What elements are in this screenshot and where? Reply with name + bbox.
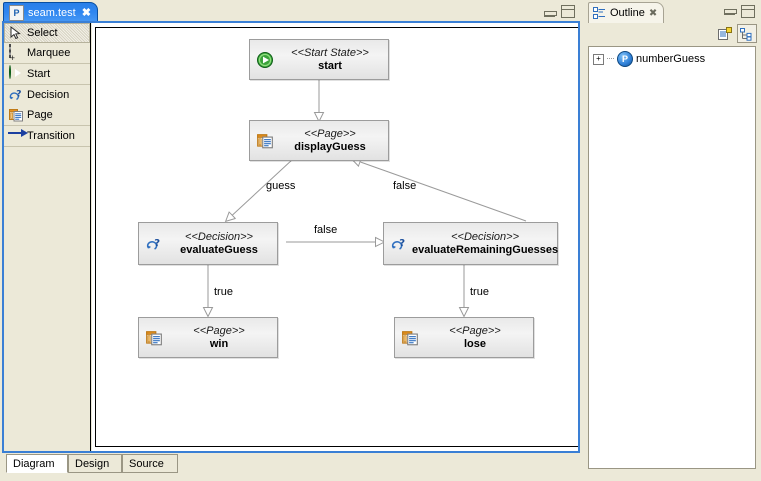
palette-item-start[interactable]: Start (4, 64, 90, 84)
page-icon (401, 329, 419, 347)
transition-label-guess: guess (266, 180, 296, 192)
minimize-icon[interactable] (724, 5, 737, 15)
tree-layout-icon[interactable] (737, 24, 757, 43)
node-text: <<Page>> win (167, 325, 271, 349)
transition-label-true-win: true (214, 286, 233, 298)
node-win[interactable]: <<Page>> win (138, 317, 278, 358)
node-text: <<Page>> lose (423, 325, 527, 349)
palette-group-tools: Select Marquee (4, 23, 90, 64)
node-text: <<Decision>> evaluateRemainingGuesses (412, 231, 558, 255)
editor-bottom-tabs: Diagram Design Source (2, 454, 580, 478)
node-start[interactable]: <<Start State>> start (249, 39, 389, 80)
flat-layout-icon[interactable] (715, 24, 735, 43)
transition-label-false-guess-remain: false (314, 224, 338, 236)
outline-toolbar (715, 24, 757, 43)
editor-body: Select Marquee Start (2, 21, 580, 453)
outline-view: Outline ✖ (585, 0, 761, 481)
node-text: <<Decision>> evaluateGuess (167, 231, 271, 255)
node-name: win (209, 337, 229, 350)
node-stereotype: <<Start State>> (291, 47, 369, 60)
palette-item-select[interactable]: Select (4, 23, 90, 43)
close-icon[interactable]: ✖ (81, 6, 91, 19)
tab-design[interactable]: Design (68, 454, 122, 473)
minimize-icon[interactable] (544, 7, 557, 17)
outline-tabbar: Outline ✖ (585, 0, 761, 23)
outline-tree[interactable]: + P numberGuess (588, 46, 756, 469)
decision-icon: ? (8, 87, 24, 103)
svg-text:?: ? (16, 90, 21, 100)
process-file-icon: P (9, 5, 24, 21)
node-name: start (318, 59, 342, 72)
transition-label-true-lose: true (470, 286, 489, 298)
decision-icon: ? (390, 235, 408, 253)
page-icon (145, 329, 163, 347)
node-name: displayGuess (294, 140, 366, 153)
palette-item-label: Page (27, 109, 53, 121)
node-lose[interactable]: <<Page>> lose (394, 317, 534, 358)
palette-item-label: Marquee (27, 47, 71, 59)
palette-item-marquee[interactable]: Marquee (4, 43, 90, 63)
editor-tab-seam-test[interactable]: P seam.test ✖ (3, 2, 98, 23)
node-text: <<Start State>> start (278, 47, 382, 71)
editor-tab-label: seam.test (28, 7, 76, 19)
palette: Select Marquee Start (4, 23, 91, 451)
editor-tabbar: P seam.test ✖ (0, 0, 583, 23)
node-displayGuess[interactable]: <<Page>> displayGuess (249, 120, 389, 161)
diagram-surface[interactable]: <<Start State>> start (95, 27, 578, 447)
cursor-icon (8, 25, 24, 41)
transition-arrow-icon (8, 128, 24, 144)
node-stereotype: <<Decision>> (185, 231, 253, 244)
diagram-canvas[interactable]: <<Start State>> start (92, 23, 578, 451)
transition-label-false-remain-display: false (393, 180, 417, 192)
node-evaluateGuess[interactable]: ? <<Decision>> evaluateGuess (138, 222, 278, 265)
palette-group-transition: Transition (4, 126, 90, 147)
tree-item-label: numberGuess (636, 53, 706, 65)
tab-diagram[interactable]: Diagram (6, 454, 68, 473)
close-icon[interactable]: ✖ (648, 7, 658, 19)
node-name: evaluateGuess (180, 243, 258, 256)
maximize-icon[interactable] (741, 5, 755, 18)
node-name: lose (463, 337, 486, 350)
palette-item-decision[interactable]: ? Decision (4, 85, 90, 105)
outline-window-buttons (724, 5, 755, 18)
palette-item-label: Decision (27, 89, 70, 101)
decision-icon: ? (145, 235, 163, 253)
start-state-icon (8, 65, 24, 82)
editor-window-buttons (544, 5, 575, 18)
palette-item-transition[interactable]: Transition (4, 126, 90, 146)
node-stereotype: <<Decision>> (451, 231, 519, 244)
outline-tab-label: Outline (610, 7, 645, 19)
editor-part: P seam.test ✖ Select (0, 0, 583, 481)
start-state-icon (256, 51, 274, 69)
palette-item-label: Select (27, 27, 58, 39)
maximize-icon[interactable] (561, 5, 575, 18)
tree-connector-icon (607, 58, 614, 60)
palette-group-start: Start (4, 64, 90, 85)
palette-item-label: Start (27, 68, 51, 80)
page-icon (256, 132, 274, 150)
outline-tab[interactable]: Outline ✖ (588, 2, 665, 23)
svg-text:?: ? (154, 237, 160, 248)
svg-text:?: ? (399, 237, 405, 248)
palette-item-page[interactable]: Page (4, 105, 90, 125)
node-text: <<Page>> displayGuess (278, 128, 382, 152)
node-evaluateRemainingGuesses[interactable]: ? <<Decision>> evaluateRemainingGuesses (383, 222, 558, 265)
tree-item-numberGuess[interactable]: + P numberGuess (589, 47, 755, 67)
node-stereotype: <<Page>> (449, 325, 501, 338)
page-icon (8, 107, 24, 123)
node-stereotype: <<Page>> (304, 128, 356, 141)
palette-group-nodes: ? Decision (4, 85, 90, 126)
process-icon: P (617, 51, 633, 67)
node-name: evaluateRemainingGuesses (412, 243, 559, 256)
node-stereotype: <<Page>> (193, 325, 245, 338)
tab-source[interactable]: Source (122, 454, 178, 473)
outline-icon (593, 6, 606, 20)
palette-item-label: Transition (27, 130, 75, 142)
expand-icon[interactable]: + (593, 53, 604, 65)
marquee-icon (8, 44, 24, 61)
